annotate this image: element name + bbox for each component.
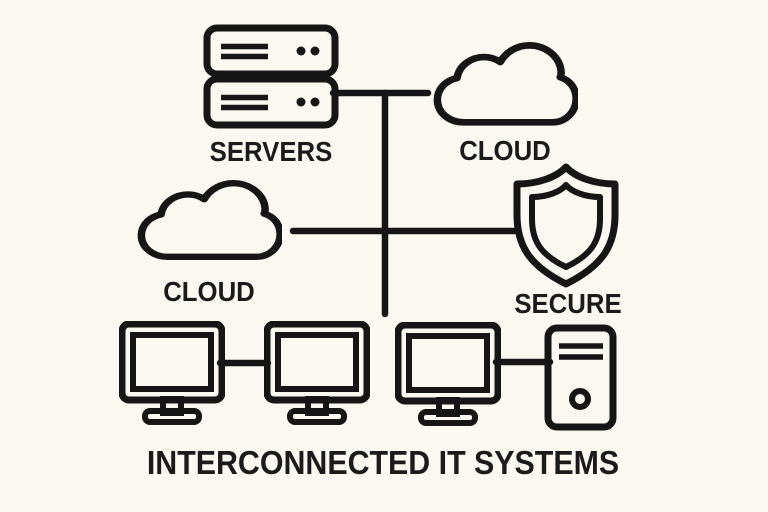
secure-label: SECURE <box>514 288 622 319</box>
cloud-mid-label: CLOUD <box>163 276 255 307</box>
tower-pc-icon <box>544 324 617 431</box>
monitor-icon-3 <box>398 325 498 423</box>
tower-power-button <box>569 388 591 410</box>
shield-outer <box>513 163 619 288</box>
server-unit-bottom <box>203 75 339 129</box>
servers-label: SERVERS <box>209 136 333 167</box>
monitor-icon-2 <box>267 324 367 422</box>
monitor-icon-1 <box>122 324 222 422</box>
tower-vent-lines <box>559 343 603 360</box>
diagram-title: INTERCONNECTED IT SYSTEMS <box>146 444 620 481</box>
server-stack-icon <box>203 24 339 129</box>
cloud-top-label: CLOUD <box>459 135 551 166</box>
shield-icon <box>513 163 619 288</box>
connector-lines <box>216 89 554 367</box>
shield-inner <box>529 182 603 270</box>
server-unit-top <box>203 24 339 78</box>
cloud-icon-top <box>437 45 576 122</box>
server-led-dots <box>296 46 320 107</box>
cloud-icon-mid <box>141 183 280 257</box>
server-slot-lines <box>221 43 268 111</box>
tower-body <box>544 324 617 431</box>
